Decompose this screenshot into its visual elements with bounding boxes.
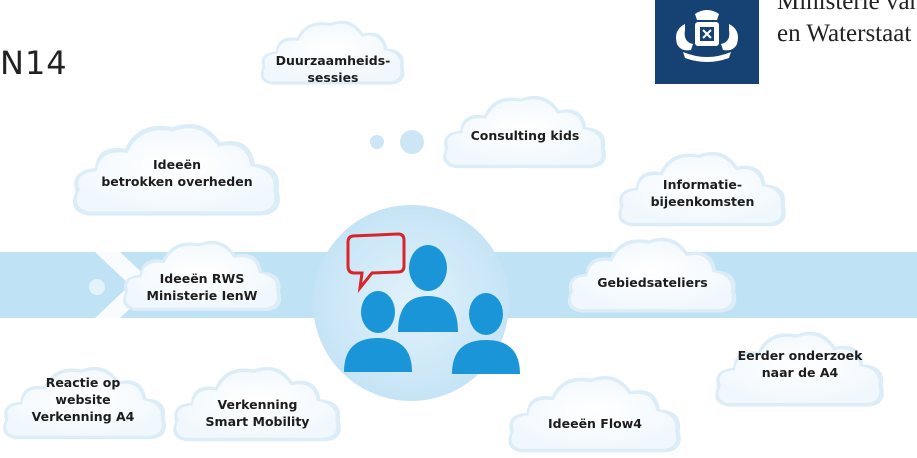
ministry-name: Ministerie van Infrastructuur en Waterst… xyxy=(777,0,917,50)
band-bubble-small xyxy=(89,279,105,295)
people-icon xyxy=(344,245,520,374)
speech-bubble-icon xyxy=(346,232,406,294)
government-logo xyxy=(655,0,759,84)
label-gebiedsateliers: Gebiedsateliers xyxy=(597,275,708,290)
ministry-line-1: Ministerie van Infrastructuur xyxy=(777,0,917,15)
label-ideeen-flow4: Ideeën Flow4 xyxy=(548,416,642,431)
thought-dot-large xyxy=(400,130,424,154)
label-consulting-kids: Consulting kids xyxy=(470,128,580,143)
ministry-line-2: en Waterstaat xyxy=(777,20,912,47)
coat-of-arms-icon xyxy=(676,10,738,62)
label-duurzaamheidssessies: Duurzaamheids-sessies xyxy=(275,53,391,85)
label-informatiebijeenkomsten: Informatie-bijeenkomsten xyxy=(650,177,755,209)
thought-dot-small xyxy=(370,135,384,149)
page-title: N14 xyxy=(0,44,68,82)
